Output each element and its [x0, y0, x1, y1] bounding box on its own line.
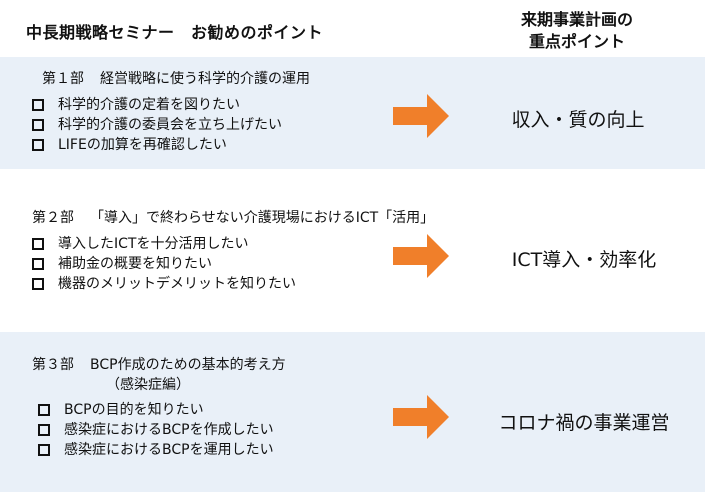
checkbox-icon: [32, 258, 44, 270]
header-left-title: 中長期戦略セミナー お勧めのポイント: [26, 23, 324, 42]
section-2-title-row: 第２部「導入」で終わらせない介護現場におけるICT「活用」: [32, 207, 434, 227]
section-3-number: 第３部: [32, 357, 74, 373]
checkbox-icon: [32, 99, 44, 111]
checklist-item: LIFEの加算を再確認したい: [32, 135, 282, 155]
checklist-item: 補助金の概要を知りたい: [32, 254, 296, 274]
section-1-checklist: 科学的介護の定着を図りたい 科学的介護の委員会を立ち上げたい LIFEの加算を再…: [32, 95, 282, 155]
checklist-item: 科学的介護の定着を図りたい: [32, 95, 282, 115]
header-right-line1: 来期事業計画の: [520, 10, 633, 29]
section-2-result: ICT導入・効率化: [511, 249, 657, 271]
checkbox-icon: [38, 404, 50, 416]
checkbox-icon: [32, 119, 44, 131]
section-3-checklist: BCPの目的を知りたい 感染症におけるBCPを作成したい 感染症におけるBCPを…: [38, 400, 274, 460]
checklist-item-label: 感染症におけるBCPを運用したい: [64, 442, 274, 458]
checkbox-icon: [38, 424, 50, 436]
section-3-subtitle: （感染症編）: [106, 377, 190, 393]
section-3-title-row: 第３部 BCP作成のための基本的考え方: [32, 354, 286, 374]
section-1-result: 収入・質の向上: [511, 109, 645, 131]
section-3-title: BCP作成のための基本的考え方: [90, 357, 286, 373]
section-1-title: 経営戦略に使う科学的介護の運用: [100, 71, 310, 87]
checklist-item-label: BCPの目的を知りたい: [64, 402, 204, 418]
header-right-line2: 重点ポイント: [528, 32, 625, 51]
section-3-result: コロナ禍の事業運営: [498, 412, 670, 434]
section-1-title-row: 第１部経営戦略に使う科学的介護の運用: [42, 68, 310, 88]
header-right-title: 来期事業計画の 重点ポイント: [487, 9, 667, 53]
checklist-item: BCPの目的を知りたい: [38, 400, 274, 420]
section-3-band: [0, 332, 705, 492]
section-2-title: 「導入」で終わらせない介護現場におけるICT「活用」: [90, 210, 435, 226]
checklist-item-label: 感染症におけるBCPを作成したい: [64, 422, 274, 438]
section-2-checklist: 導入したICTを十分活用したい 補助金の概要を知りたい 機器のメリットデメリット…: [32, 234, 296, 294]
checklist-item: 科学的介護の委員会を立ち上げたい: [32, 115, 282, 135]
arrow-right-icon: [393, 234, 449, 278]
section-1-number: 第１部: [42, 71, 84, 87]
checklist-item-label: 導入したICTを十分活用したい: [58, 236, 249, 252]
checklist-item-label: 科学的介護の委員会を立ち上げたい: [58, 117, 282, 133]
section-2-number: 第２部: [32, 210, 74, 226]
checklist-item: 感染症におけるBCPを作成したい: [38, 420, 274, 440]
checklist-item-label: 機器のメリットデメリットを知りたい: [58, 276, 296, 292]
checklist-item-label: 科学的介護の定着を図りたい: [58, 97, 240, 113]
section-1-band: [0, 57, 705, 169]
checklist-item: 感染症におけるBCPを運用したい: [38, 440, 274, 460]
checkbox-icon: [32, 139, 44, 151]
checklist-item-label: 補助金の概要を知りたい: [58, 256, 212, 272]
checkbox-icon: [32, 278, 44, 290]
checkbox-icon: [38, 444, 50, 456]
checkbox-icon: [32, 238, 44, 250]
checklist-item: 機器のメリットデメリットを知りたい: [32, 274, 296, 294]
checklist-item-label: LIFEの加算を再確認したい: [58, 137, 227, 153]
checklist-item: 導入したICTを十分活用したい: [32, 234, 296, 254]
arrow-right-icon: [393, 94, 449, 138]
arrow-right-icon: [393, 395, 449, 439]
